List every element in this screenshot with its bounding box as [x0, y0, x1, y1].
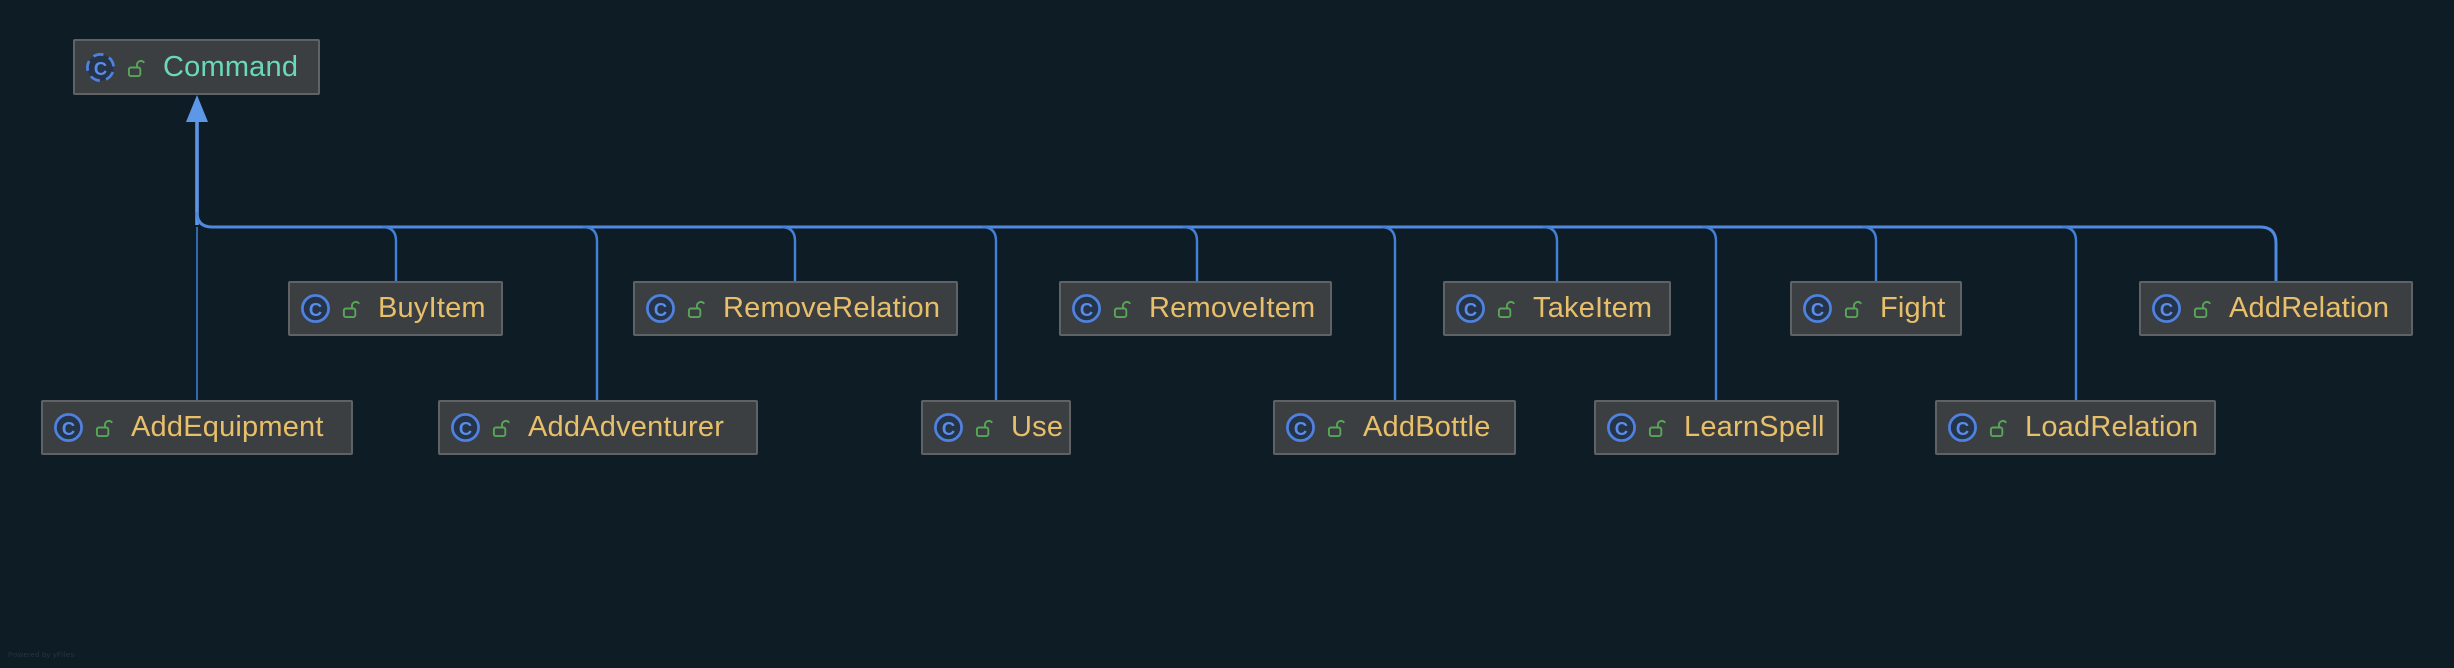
- open-lock-icon: [1989, 420, 2007, 438]
- svg-text:C: C: [654, 299, 667, 320]
- class-name-label: LoadRelation: [2025, 411, 2199, 443]
- svg-text:C: C: [94, 57, 107, 78]
- class-icon: C: [54, 413, 83, 442]
- class-name-label: AddEquipment: [131, 411, 324, 443]
- class-name-label: BuyItem: [378, 292, 486, 324]
- svg-text:C: C: [942, 418, 955, 439]
- svg-text:C: C: [309, 299, 322, 320]
- open-lock-icon: [492, 420, 510, 438]
- class-name-label: LearnSpell: [1684, 411, 1825, 443]
- class-icon: C: [301, 294, 330, 323]
- class-node-removerelation[interactable]: C RemoveRelation: [633, 281, 958, 336]
- class-node-use[interactable]: C Use: [921, 400, 1071, 455]
- inheritance-arrowhead: [186, 95, 208, 122]
- class-node-loadrelation[interactable]: C LoadRelation: [1935, 400, 2216, 455]
- edge-to-removeitem: [1182, 225, 1199, 281]
- class-name-label: Use: [1011, 411, 1064, 443]
- svg-text:C: C: [1956, 418, 1969, 439]
- class-name-label: AddBottle: [1363, 411, 1491, 443]
- class-icon: C: [1607, 413, 1636, 442]
- edge-to-fight: [1861, 225, 1878, 281]
- yfiles-watermark: Powered by yFiles: [8, 650, 75, 659]
- open-lock-icon: [1327, 420, 1345, 438]
- open-lock-icon: [1844, 301, 1862, 319]
- class-icon: C: [1948, 413, 1977, 442]
- edge-to-addbottle: [1380, 225, 1397, 400]
- class-icon: C: [1803, 294, 1832, 323]
- class-icon: C: [86, 52, 115, 82]
- class-name-label: TakeItem: [1533, 292, 1653, 324]
- open-lock-icon: [342, 301, 360, 319]
- class-name-label: AddRelation: [2229, 292, 2390, 324]
- class-node-buyitem[interactable]: C BuyItem: [288, 281, 503, 336]
- class-icon: C: [1286, 413, 1315, 442]
- edge-to-removerelation: [780, 225, 797, 281]
- class-node-takeitem[interactable]: C TakeItem: [1443, 281, 1671, 336]
- svg-text:C: C: [1080, 299, 1093, 320]
- open-lock-icon: [687, 301, 705, 319]
- class-icon: C: [451, 413, 480, 442]
- class-icon: C: [1456, 294, 1485, 323]
- class-icon: C: [2152, 294, 2181, 323]
- class-icon: C: [934, 413, 963, 442]
- svg-text:C: C: [1294, 418, 1307, 439]
- edge-junction-fillet: [195, 211, 213, 229]
- edge-to-loadrelation: [2061, 225, 2078, 400]
- edge-to-takeitem: [1542, 225, 1559, 281]
- edge-to-use: [981, 225, 998, 400]
- svg-text:C: C: [459, 418, 472, 439]
- class-node-addbottle[interactable]: C AddBottle: [1273, 400, 1516, 455]
- edge-trunk: [211, 225, 2278, 281]
- class-icon: C: [1072, 294, 1101, 323]
- svg-text:C: C: [1615, 418, 1628, 439]
- open-lock-icon: [2193, 301, 2211, 319]
- svg-text:C: C: [1811, 299, 1824, 320]
- edge-to-learnspell: [1701, 225, 1718, 400]
- open-lock-icon: [1648, 420, 1666, 438]
- class-name-label: Fight: [1880, 292, 1946, 324]
- open-lock-icon: [1497, 301, 1515, 319]
- class-node-learnspell[interactable]: C LearnSpell: [1594, 400, 1839, 455]
- class-node-removeitem[interactable]: C RemoveItem: [1059, 281, 1332, 336]
- edge-to-buyitem: [381, 225, 398, 281]
- svg-text:C: C: [1464, 299, 1477, 320]
- svg-text:C: C: [62, 418, 75, 439]
- open-lock-icon: [975, 420, 993, 438]
- open-lock-icon: [127, 59, 145, 77]
- class-name-label: AddAdventurer: [528, 411, 725, 443]
- svg-text:C: C: [2160, 299, 2173, 320]
- class-icon: C: [646, 294, 675, 323]
- class-node-fight[interactable]: C Fight: [1790, 281, 1962, 336]
- class-name-label: RemoveItem: [1149, 292, 1316, 324]
- open-lock-icon: [95, 420, 113, 438]
- class-node-command[interactable]: C Command: [73, 39, 320, 95]
- class-name-label: RemoveRelation: [723, 292, 941, 324]
- class-node-addadventurer[interactable]: C AddAdventurer: [438, 400, 758, 455]
- class-node-addrelation[interactable]: C AddRelation: [2139, 281, 2413, 336]
- open-lock-icon: [1113, 301, 1131, 319]
- edge-to-addadventurer: [582, 225, 599, 400]
- class-name-label: Command: [163, 50, 299, 83]
- class-node-addequipment[interactable]: C AddEquipment: [41, 400, 353, 455]
